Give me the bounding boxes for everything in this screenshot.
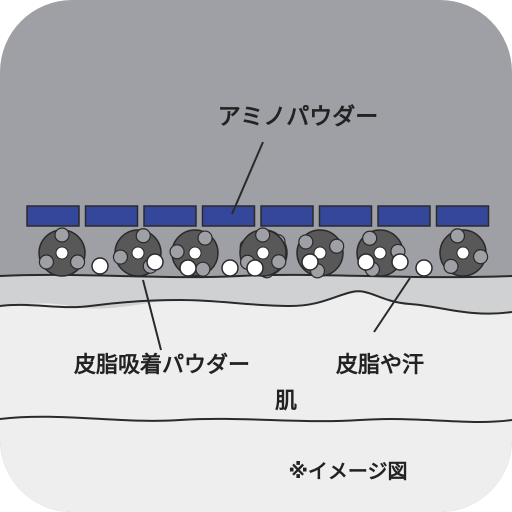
skin-inner-line-2 bbox=[0, 415, 512, 423]
sebum-leader-line bbox=[373, 277, 411, 333]
skin-body bbox=[0, 280, 512, 512]
amino-powder-leader-line bbox=[231, 141, 264, 215]
skin-upper-layer bbox=[0, 274, 512, 314]
skin-surface-line bbox=[0, 273, 512, 279]
sebum-droplet bbox=[221, 259, 239, 277]
sebum-droplet bbox=[391, 253, 409, 271]
amino-powder-particle bbox=[318, 205, 373, 227]
sebum-droplet bbox=[415, 259, 433, 277]
absorbing-powder-particle bbox=[439, 228, 489, 277]
sebum-droplet bbox=[179, 259, 197, 277]
sebum-droplet bbox=[146, 253, 164, 271]
skin-label: 肌 bbox=[275, 389, 297, 414]
amino-powder-particle bbox=[377, 205, 431, 227]
sebum-droplet bbox=[91, 257, 109, 275]
image-note-label: ※イメージ図 bbox=[288, 459, 407, 483]
sebum-droplet bbox=[246, 259, 264, 277]
sebum-droplet bbox=[357, 253, 375, 271]
amino-powder-particle bbox=[435, 205, 490, 227]
amino-powder-particle bbox=[143, 205, 197, 227]
sebum-and-sweat-label: 皮脂や汗 bbox=[336, 352, 424, 378]
amino-powder-particle bbox=[84, 205, 139, 227]
absorbing-powder-leader-line bbox=[142, 279, 162, 351]
skin-inner-line-1 bbox=[0, 290, 512, 315]
amino-powder-particle bbox=[260, 205, 314, 227]
amino-powder-label: アミノパウダー bbox=[218, 103, 379, 130]
amino-powder-particle bbox=[26, 205, 80, 227]
amino-powder-particle bbox=[201, 205, 256, 227]
sebum-droplet bbox=[301, 253, 319, 271]
amino-powder-particles bbox=[26, 205, 490, 227]
absorbing-powder-particle bbox=[38, 227, 86, 277]
sebum-absorbing-powder-label: 皮脂吸着パウダー bbox=[74, 352, 250, 378]
sebum-and-sweat-droplets bbox=[91, 253, 433, 277]
